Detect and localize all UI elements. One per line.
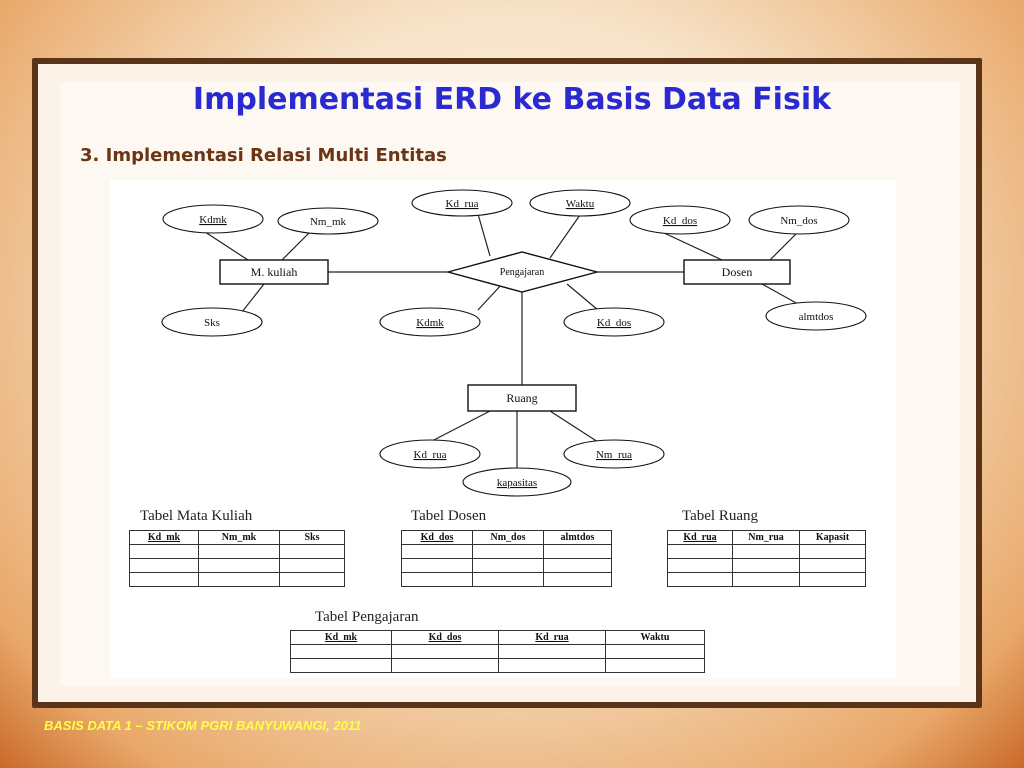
- entity-ruang-box: [467, 384, 577, 412]
- line-kdmk-pengajaran: [477, 283, 503, 311]
- attr-ruang-nmrua-shape: [563, 439, 665, 469]
- relationship-pengajaran: Pengajaran: [500, 267, 544, 278]
- table-row: [401, 558, 612, 573]
- column-header: Sks: [279, 530, 345, 545]
- attr-dosen-almtdos-shape: [765, 301, 867, 331]
- column-header: Kd_dos: [391, 630, 499, 645]
- attr-pengajaran-kdrua-shape: [411, 189, 513, 217]
- line-kdrua-pengajaran: [477, 213, 491, 257]
- column-header: Kd_dos: [401, 530, 473, 545]
- table-row: [290, 644, 705, 659]
- column-header: Kd_mk: [129, 530, 199, 545]
- table-row: [667, 558, 866, 573]
- line-nmmk-mkuliah: [281, 231, 311, 261]
- line-ruang-kdrua: [429, 410, 491, 443]
- line-ruang-nmrua: [549, 410, 599, 443]
- table-dosen-title: Tabel Dosen: [411, 508, 487, 524]
- table-row: [667, 572, 866, 587]
- table-row: [129, 558, 345, 573]
- column-header: Kapasit: [799, 530, 866, 545]
- relationship-pengajaran-diamond: [445, 251, 600, 293]
- table-mata-kuliah: Kd_mk Nm_mk Sks: [129, 530, 345, 587]
- attr-pengajaran-waktu: Waktu: [566, 198, 595, 210]
- line-kddos-pengajaran: [566, 283, 599, 311]
- column-header: Kd_mk: [290, 630, 392, 645]
- attr-pengajaran-kdmk: Kdmk: [416, 317, 444, 329]
- line-nmdos-dosen: [769, 231, 799, 261]
- table-dosen: Kd_dos Nm_dos almtdos: [401, 530, 612, 587]
- attr-dosen-kddos: Kd_dos: [663, 215, 697, 227]
- attr-pengajaran-kddos-shape: [563, 307, 665, 337]
- attr-mkuliah-nmmk: Nm_mk: [310, 216, 347, 228]
- attr-ruang-kdrua-shape: [379, 439, 481, 469]
- column-header: Nm_dos: [472, 530, 544, 545]
- table-pengajaran-title: Tabel Pengajaran: [315, 609, 419, 625]
- table-row: [129, 544, 345, 559]
- column-header: Nm_mk: [198, 530, 280, 545]
- attr-ruang-nmrua: Nm_rua: [596, 449, 632, 461]
- attr-mkuliah-sks-shape: [161, 307, 263, 337]
- attr-dosen-nmdos: Nm_dos: [780, 215, 817, 227]
- slide-title: Implementasi ERD ke Basis Data Fisik: [192, 82, 832, 117]
- erd-diagram-area: M. kuliah Dosen Ruang Pengajaran Kdmk Nm…: [110, 180, 896, 678]
- entity-mkuliah: M. kuliah: [251, 265, 298, 279]
- entity-dosen: Dosen: [722, 265, 753, 279]
- entity-mkuliah-box: [219, 259, 329, 285]
- erd-diagram: M. kuliah Dosen Ruang Pengajaran Kdmk Nm…: [161, 189, 867, 497]
- table-ruang-title: Tabel Ruang: [682, 508, 759, 524]
- line-almtdos-dosen: [761, 283, 799, 305]
- line-kdmk-mkuliah: [201, 229, 249, 261]
- table-row: [401, 572, 612, 587]
- attr-pengajaran-kddos: Kd_dos: [597, 317, 631, 329]
- line-kddos-dosen: [661, 231, 723, 261]
- column-header: almtdos: [543, 530, 612, 545]
- slide-subtitle: 3. Implementasi Relasi Multi Entitas: [80, 145, 447, 166]
- attr-ruang-kapasitas: kapasitas: [497, 477, 537, 489]
- erd-lines: [201, 213, 799, 468]
- attr-dosen-almtdos: almtdos: [799, 311, 834, 323]
- table-ruang: Kd_rua Nm_rua Kapasit: [667, 530, 866, 587]
- attr-ruang-kapasitas-shape: [462, 467, 572, 497]
- table-row: [401, 544, 612, 559]
- attr-mkuliah-kdmk-shape: [162, 204, 264, 234]
- column-header: Kd_rua: [498, 630, 606, 645]
- attr-mkuliah-nmmk-shape: [277, 207, 379, 235]
- attr-pengajaran-kdmk-shape: [379, 307, 481, 337]
- attr-pengajaran-kdrua: Kd_rua: [446, 198, 479, 210]
- attr-dosen-nmdos-shape: [748, 205, 850, 235]
- table-mata-kuliah-title: Tabel Mata Kuliah: [140, 508, 253, 524]
- table-pengajaran: Kd_mk Kd_dos Kd_rua Waktu: [290, 630, 705, 673]
- table-row: [290, 658, 705, 673]
- slide-footer: BASIS DATA 1 – STIKOM PGRI BANYUWANGI, 2…: [44, 718, 362, 733]
- table-row: [667, 544, 866, 559]
- attr-mkuliah-kdmk: Kdmk: [199, 214, 227, 226]
- entity-dosen-box: [683, 259, 791, 285]
- column-header: Waktu: [605, 630, 705, 645]
- attr-dosen-kddos-shape: [629, 205, 731, 235]
- attr-ruang-kdrua: Kd_rua: [414, 449, 447, 461]
- attr-mkuliah-sks: Sks: [204, 317, 220, 329]
- table-row: [129, 572, 345, 587]
- attr-pengajaran-waktu-shape: [529, 189, 631, 217]
- column-header: Nm_rua: [732, 530, 800, 545]
- entity-ruang: Ruang: [506, 391, 537, 405]
- column-header: Kd_rua: [667, 530, 733, 545]
- line-sks-mkuliah: [241, 283, 265, 313]
- line-waktu-pengajaran: [549, 214, 581, 259]
